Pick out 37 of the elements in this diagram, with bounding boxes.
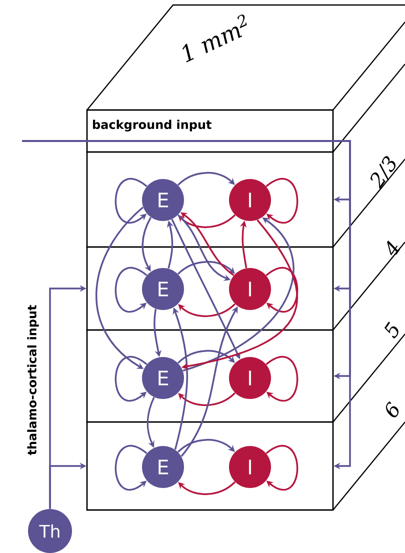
- layer-box: [86, 151, 334, 248]
- arrow: [177, 172, 235, 186]
- excitatory-neuron: E: [142, 268, 184, 310]
- layer-box: [86, 329, 334, 423]
- area-label: 1 mm$^{2}$: [182, 14, 247, 62]
- arrow: [177, 350, 235, 364]
- arrow: [114, 267, 148, 312]
- arrow: [178, 392, 236, 406]
- arrow: [178, 481, 236, 496]
- arrow: [266, 267, 298, 312]
- layer-box: [86, 246, 334, 331]
- arrow: [22, 140, 351, 470]
- arrow: [177, 260, 235, 275]
- arrow: [114, 178, 148, 224]
- arrow: [178, 303, 236, 318]
- layer-label: 4: [387, 240, 400, 256]
- background-band: background input: [86, 109, 334, 153]
- excitatory-neuron: E: [142, 179, 184, 221]
- arrow: [266, 356, 298, 402]
- edge-label: thalamo-cortical input: [27, 305, 39, 456]
- arrow: [114, 356, 148, 402]
- layer-box: [86, 421, 334, 511]
- arrow: [266, 445, 298, 490]
- inhibitory-neuron: I: [229, 446, 271, 488]
- layer-label: 6: [386, 401, 399, 418]
- layer-label: 5: [384, 322, 398, 339]
- arrow: [178, 214, 236, 228]
- inhibitory-neuron: I: [229, 268, 271, 310]
- arrow: [177, 438, 235, 453]
- inhibitory-neuron: I: [229, 179, 271, 221]
- arrow: [266, 178, 298, 224]
- excitatory-neuron: E: [142, 357, 184, 399]
- arrow: [96, 206, 144, 369]
- excitatory-neuron: E: [142, 446, 184, 488]
- layer-label: 2/3: [370, 156, 396, 189]
- inhibitory-neuron: I: [229, 357, 271, 399]
- arrow: [114, 445, 148, 490]
